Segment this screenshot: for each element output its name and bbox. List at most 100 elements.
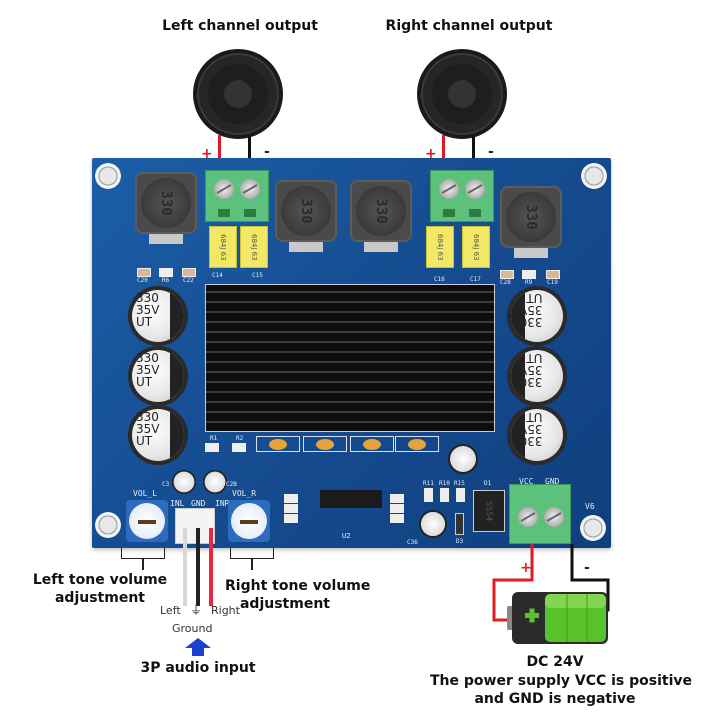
left-speaker-positive-wire [218, 135, 221, 171]
smd-r6 [159, 268, 173, 277]
smd-c19 [546, 270, 560, 279]
left-output-terminal[interactable] [205, 170, 269, 222]
right-tone-label-line1: Right tone volume [225, 578, 371, 594]
inductor-1: 330 [135, 172, 197, 244]
power-plus-sign: + [520, 560, 532, 576]
silk-v6: V6 [585, 502, 595, 511]
silk-c16: C16 [434, 276, 445, 283]
small-capacitor-c2b [203, 470, 227, 494]
silk-d3: D3 [456, 538, 464, 545]
smd-r4 [284, 494, 298, 503]
screw-icon [240, 179, 260, 199]
silk-inl: INL [170, 499, 185, 508]
battery-icon [507, 592, 608, 644]
silk-c22: C22 [183, 277, 194, 284]
right-output-terminal[interactable] [430, 170, 494, 222]
left-channel-output-label: Left channel output [162, 18, 318, 34]
left-tone-label-line2: adjustment [54, 590, 145, 606]
smd-r16 [390, 504, 404, 513]
smd-c28 [500, 270, 514, 279]
silk-c3: C3 [162, 481, 170, 488]
ceramic-capacitor-2 [303, 436, 347, 452]
ceramic-capacitor-1 [256, 436, 300, 452]
right-input-wire [209, 528, 213, 606]
silk-d1: D1 [484, 480, 492, 487]
screw-icon [465, 179, 485, 199]
ceramic-capacitor-4 [395, 436, 439, 452]
silk-c36: C36 [407, 539, 418, 546]
screw-icon [544, 507, 564, 527]
silk-c17: C17 [470, 276, 481, 283]
right-tone-label-line2: adjustment [239, 596, 330, 612]
silk-vol-l: VOL_L [133, 489, 158, 498]
screw-icon [518, 507, 538, 527]
silk-gnd: GND [191, 499, 206, 508]
silk-r15: R15 [454, 480, 465, 487]
left-plus-sign: + [201, 146, 213, 162]
silk-c14: C14 [212, 272, 223, 279]
amplifier-ic-u2 [320, 490, 382, 508]
silk-gnd-power: GND [545, 477, 560, 486]
heatsink [205, 284, 495, 432]
power-minus-sign: - [584, 560, 590, 576]
audio-input-header[interactable] [175, 508, 215, 544]
smd-r8 [390, 494, 404, 503]
silk-inr: INR [215, 499, 230, 508]
silk-c20: C20 [137, 277, 148, 284]
power-note-line1: The power supply VCC is positive [430, 673, 693, 689]
film-capacitor-c17: 684J 63 [462, 226, 490, 268]
silk-r11: R11 [423, 480, 434, 487]
silk-vcc: VCC [519, 477, 534, 486]
right-speaker-negative-wire [472, 135, 475, 171]
smd-r2b [284, 504, 298, 513]
smd-r10 [440, 488, 449, 502]
silk-r10: R10 [439, 480, 450, 487]
power-input-terminal[interactable] [509, 484, 571, 544]
silk-c15: C15 [252, 272, 263, 279]
right-speaker-icon [417, 49, 507, 139]
right-minus-sign: - [488, 144, 494, 160]
mounting-hole-bottom-right [580, 515, 606, 541]
left-volume-potentiometer[interactable] [126, 500, 168, 542]
ceramic-capacitor-3 [350, 436, 394, 452]
screw-icon [439, 179, 459, 199]
left-speaker-negative-wire [248, 135, 251, 171]
left-input-wire [183, 528, 187, 606]
wire-right-label: Right [211, 604, 240, 617]
silk-r9: R9 [525, 279, 533, 286]
power-note-line2: and GND is negative [474, 691, 636, 707]
right-speaker-positive-wire [442, 135, 445, 171]
wire-left-label: Left [160, 604, 181, 617]
right-volume-potentiometer[interactable] [228, 500, 270, 542]
right-channel-output-label: Right channel output [385, 18, 553, 34]
smd-c22 [182, 268, 196, 277]
film-capacitor-c15: 684J 63 [240, 226, 268, 268]
dc-voltage-label: DC 24V [526, 654, 584, 670]
silk-r1: R1 [210, 435, 218, 442]
up-arrow-icon [185, 638, 211, 656]
small-capacitor-c36 [419, 510, 447, 538]
mounting-hole-top-right [581, 163, 607, 189]
small-capacitor-top [448, 444, 478, 474]
right-plus-sign: + [425, 146, 437, 162]
mounting-hole-top-left [95, 163, 121, 189]
smd-r11 [424, 488, 433, 502]
ground-input-wire [196, 528, 200, 606]
inductor-3: 330 [350, 180, 412, 252]
smd-r2 [232, 443, 246, 452]
left-tone-label-line1: Left tone volume [32, 572, 168, 588]
mounting-hole-bottom-left [95, 512, 121, 538]
left-minus-sign: - [264, 144, 270, 160]
audio-input-label: 3P audio input [140, 660, 256, 676]
silk-c28: C28 [500, 279, 511, 286]
inductor-4: 330 [500, 186, 562, 258]
smd-r3 [284, 514, 298, 523]
smd-r15 [456, 488, 465, 502]
diode-d3 [455, 513, 464, 535]
smd-r1 [205, 443, 219, 452]
